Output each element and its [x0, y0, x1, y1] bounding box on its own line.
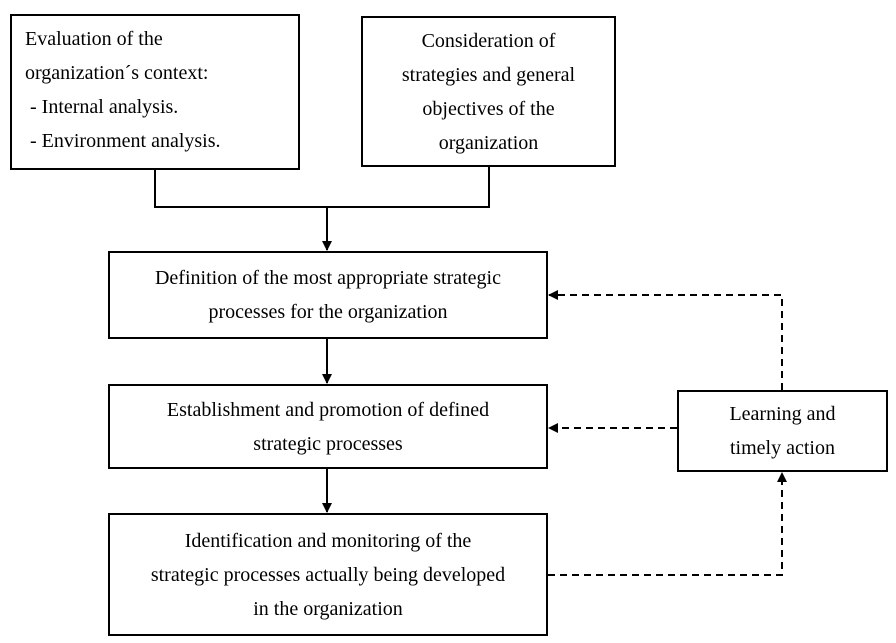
dashed-arrow-learning-to-definition — [548, 290, 783, 390]
establishment-line-2: strategic processes — [253, 432, 403, 455]
learning-line-1: Learning and — [729, 403, 836, 425]
strategies-line-3: objectives of the — [422, 97, 555, 120]
establishment-line-1: Establishment and promotion of defined — [166, 398, 490, 421]
identification-line-2: strategic processes actually being devel… — [150, 563, 506, 586]
strategies-objectives-box: Consideration of strategies and general … — [361, 16, 616, 167]
context-line-3: - Internal analysis. — [25, 96, 179, 118]
context-line-1: Evaluation of the — [25, 28, 163, 50]
identification-box: Identification and monitoring of the str… — [108, 513, 548, 636]
definition-line-1: Definition of the most appropriate strat… — [154, 267, 501, 289]
context-line-4: - Environment analysis. — [25, 130, 221, 152]
strategies-line-4: organization — [438, 131, 539, 154]
establishment-box: Establishment and promotion of defined s… — [108, 384, 548, 469]
merge-connector — [154, 167, 490, 208]
strategies-line-2: strategies and general — [401, 63, 576, 86]
identification-line-3: in the organization — [253, 597, 403, 620]
context-line-2: organization´s context: — [25, 62, 209, 84]
definition-box: Definition of the most appropriate strat… — [108, 251, 548, 339]
learning-line-2: timely action — [730, 437, 835, 459]
identification-line-1: Identification and monitoring of the — [184, 529, 472, 552]
definition-line-2: processes for the organization — [208, 301, 448, 323]
dashed-arrow-identification-to-learning — [548, 472, 787, 576]
learning-action-box: Learning and timely action — [677, 390, 888, 472]
strategies-line-1: Consideration of — [421, 29, 556, 52]
context-evaluation-box: Evaluation of the organization´s context… — [10, 14, 300, 170]
